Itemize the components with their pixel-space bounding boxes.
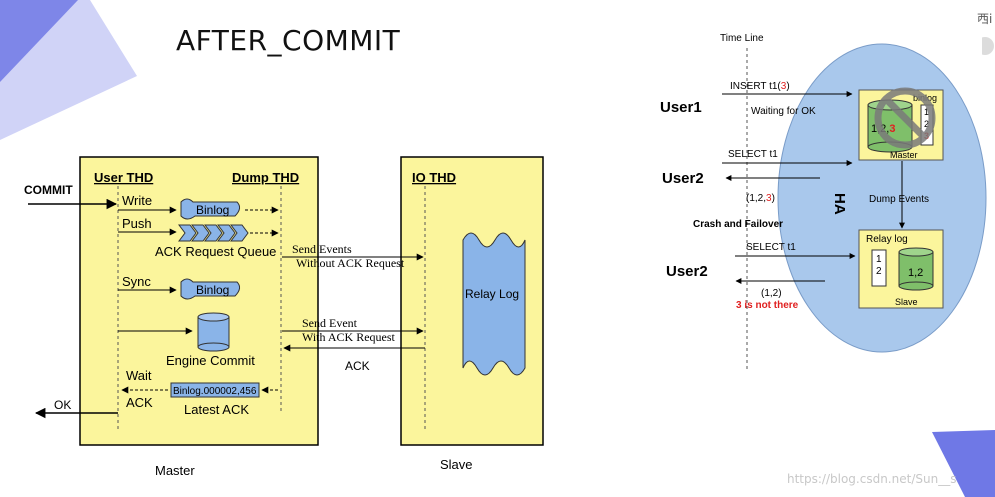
not-there-text: 3 is not there (736, 300, 799, 311)
select2-text: SELECT t1 (746, 242, 796, 253)
binlog-sync-shape (180, 278, 241, 300)
engine-commit-label: Engine Commit (166, 353, 255, 368)
binlog-position-box (170, 382, 260, 398)
user-thd-label: User THD (94, 170, 153, 185)
push-label: Push (122, 216, 152, 231)
binlog-shape (180, 198, 241, 220)
insert-text: INSERT t1(3) (730, 81, 790, 92)
send-event-label-2: With ACK Request (302, 330, 396, 344)
write-label: Write (122, 193, 152, 208)
master-caption: Master (155, 463, 195, 478)
select1-text: SELECT t1 (728, 149, 778, 160)
master-node-label: Master (890, 150, 918, 160)
binlog-position-label: Binlog.000002,456 (173, 386, 257, 397)
slave-node-label: Slave (895, 297, 918, 307)
send-events-label-1: Send Events (292, 242, 352, 256)
relay-line-1: 1 (876, 254, 882, 265)
ok-label: OK (54, 398, 71, 412)
crash-text: Crash and Failover (693, 219, 783, 230)
ack-return-label: ACK (345, 359, 370, 373)
binlog-sync-label: Binlog (196, 283, 229, 297)
sync-label: Sync (122, 274, 151, 289)
result2-text: (1,2) (761, 288, 782, 299)
binlog-line-2: 2 (924, 119, 929, 129)
latest-ack-label: Latest ACK (184, 402, 249, 417)
waiting-text: Waiting for OK (751, 106, 816, 117)
ack-request-queue-label: ACK Request Queue (155, 244, 276, 259)
user2-label-b: User2 (666, 263, 708, 280)
slave-database-icon (898, 247, 934, 291)
dump-events-label: Dump Events (869, 194, 929, 205)
commit-label: COMMIT (24, 183, 73, 197)
relay-log-file (871, 249, 887, 287)
binlog-line-1: 1 (924, 107, 929, 117)
wait-label: Wait (126, 368, 152, 383)
prohibited-icon (874, 87, 936, 149)
corner-shape-bottom (932, 430, 995, 497)
ack-label: ACK (126, 395, 153, 410)
dump-thd-label: Dump THD (232, 170, 299, 185)
relay-log-node-label: Relay log (866, 234, 908, 245)
slide-title: AFTER_COMMIT (176, 24, 401, 57)
relay-log-label: Relay Log (465, 287, 519, 301)
user1-label: User1 (660, 99, 702, 116)
watermark: https://blog.csdn.net/Sun__s (787, 472, 957, 486)
semisync-after-commit-diagram: User THD Dump THD IO THD COMMIT Write Bi… (24, 156, 544, 478)
ack-queue-chevrons (178, 224, 249, 242)
relay-line-2: 2 (876, 266, 882, 277)
time-line-label: Time Line (720, 33, 764, 44)
corner-shape-dark (0, 0, 78, 82)
binlog-label: Binlog (196, 203, 229, 217)
result1-text: (1,2,3) (746, 193, 775, 204)
user2-label-a: User2 (662, 170, 704, 187)
send-events-label-2: Without ACK Request (296, 256, 405, 270)
ha-failover-diagram: Time Line User1 INSERT t1(3) Waiting for… (650, 22, 987, 397)
io-thd-label: IO THD (412, 170, 456, 185)
slave-cylinder-text: 1,2 (908, 267, 923, 279)
ha-label: HA (831, 193, 848, 215)
send-event-label-1: Send Event (302, 316, 358, 330)
slave-caption: Slave (440, 457, 473, 472)
relay-log-shape (462, 232, 526, 376)
engine-database-icon (197, 312, 230, 352)
